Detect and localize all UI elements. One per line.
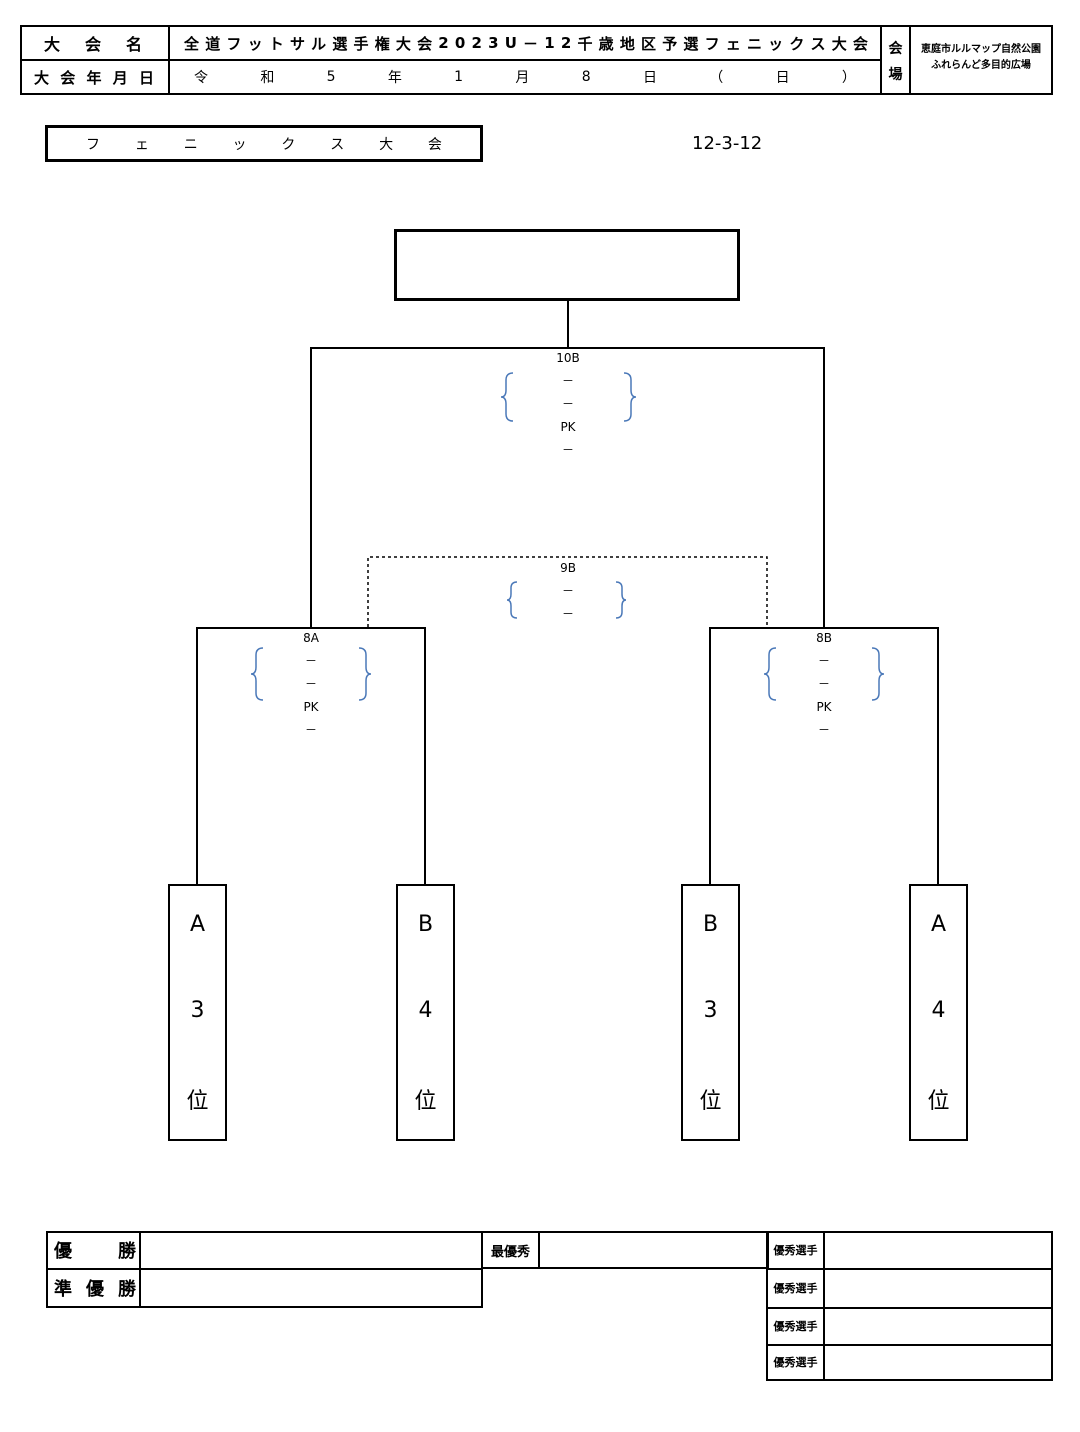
- champion-value[interactable]: [141, 1233, 481, 1268]
- third-right-brace: [615, 581, 627, 619]
- date-value: 令 和 5 年 1 月 8 日 （ 日 ）: [194, 69, 856, 86]
- header-col-divider-3: [909, 25, 911, 95]
- excellent-row-divider-1: [766, 1268, 1053, 1270]
- semi-right-score: 8B － － PK －: [794, 627, 854, 742]
- champion-box: [394, 229, 740, 301]
- mvp-value[interactable]: [540, 1233, 767, 1267]
- semi-right-pk-label: PK: [816, 700, 832, 714]
- division-name-box: フ ェ ニ ッ ク ス 大 会: [45, 125, 483, 162]
- semi-right-right-brace: [871, 647, 885, 701]
- mvp-table: [481, 1231, 769, 1269]
- excellent-player-value-2[interactable]: [825, 1270, 1051, 1306]
- tournament-name-label: 大 会 名: [44, 35, 142, 54]
- header-col-divider-1: [168, 25, 170, 95]
- semi-left-pk-score: －: [304, 723, 317, 737]
- excellent-player-value-3[interactable]: [825, 1309, 1051, 1343]
- division-code: 12-3-12: [692, 133, 763, 154]
- semi-left-score-1: －: [304, 654, 317, 668]
- semi-right-score-2: －: [817, 677, 830, 691]
- final-score-2: －: [561, 397, 574, 411]
- excellent-row-divider-3: [766, 1344, 1053, 1346]
- semi-left-right-brace: [358, 647, 372, 701]
- excellent-player-label-2: 優秀選手: [773, 1282, 818, 1295]
- excellent-player-value-4[interactable]: [825, 1346, 1051, 1379]
- final-right-brace: [623, 372, 637, 422]
- date-label: 大 会 年 月 日: [34, 68, 154, 87]
- semi-right-score-1: －: [817, 654, 830, 668]
- final-pk-score: －: [561, 443, 574, 457]
- runner-up-value[interactable]: [141, 1270, 481, 1306]
- header-col-divider-2: [880, 25, 882, 95]
- semi-right-bracket: [709, 627, 939, 885]
- excellent-col-divider: [823, 1231, 825, 1381]
- final-left-brace: [500, 372, 514, 422]
- final-match-id: 10B: [556, 351, 580, 365]
- semi-right-match-id: 8B: [816, 631, 832, 645]
- semi-left-score: 8A － － PK －: [281, 627, 341, 742]
- final-bracket: [310, 347, 825, 627]
- third-place-score-2: －: [561, 607, 574, 621]
- champion-label: 優 勝: [54, 1241, 136, 1262]
- semi-left-bracket: [196, 627, 426, 885]
- semi-left-pk-label: PK: [303, 700, 319, 714]
- third-place-bracket: [367, 556, 768, 627]
- excellent-players-table: [766, 1231, 1053, 1381]
- third-place-match-id: 9B: [560, 561, 576, 575]
- venue-value: 恵庭市ルルマップ自然公園 ふれらんど多目的広場: [921, 44, 1041, 71]
- final-score-1: －: [561, 374, 574, 388]
- semi-left-match-id: 8A: [303, 631, 319, 645]
- seed-box-b4: B 4 位: [396, 884, 455, 1141]
- excellent-player-label-1: 優秀選手: [773, 1244, 818, 1257]
- runner-up-label: 準 優 勝: [54, 1279, 136, 1300]
- semi-right-left-brace: [763, 647, 777, 701]
- final-score: 10B － － PK －: [538, 347, 598, 462]
- results-left-row-divider: [46, 1268, 483, 1270]
- semi-left-score-2: －: [304, 677, 317, 691]
- venue-label: 会 場: [888, 41, 903, 83]
- seed-box-a4: A 4 位: [909, 884, 968, 1141]
- excellent-player-label-4: 優秀選手: [773, 1356, 818, 1369]
- seed-box-a3: A 3 位: [168, 884, 227, 1141]
- header-row-divider: [20, 59, 882, 61]
- results-left-col-divider: [139, 1231, 141, 1308]
- excellent-player-label-3: 優秀選手: [773, 1320, 818, 1333]
- mvp-label: 最優秀: [490, 1244, 530, 1260]
- excellent-player-value-1[interactable]: [825, 1233, 1051, 1267]
- semi-left-left-brace: [250, 647, 264, 701]
- third-left-brace: [506, 581, 518, 619]
- semi-right-pk-score: －: [817, 723, 830, 737]
- tournament-name-value: 全 道 フ ッ ト サ ル 選 手 権 大 会 2 0 2 3 U － 1 2 …: [184, 34, 868, 53]
- third-place-score: 9B － －: [538, 557, 598, 626]
- excellent-row-divider-2: [766, 1307, 1053, 1309]
- final-pk-label: PK: [560, 420, 576, 434]
- mvp-col-divider: [538, 1231, 540, 1269]
- third-place-score-1: －: [561, 584, 574, 598]
- seed-box-b3: B 3 位: [681, 884, 740, 1141]
